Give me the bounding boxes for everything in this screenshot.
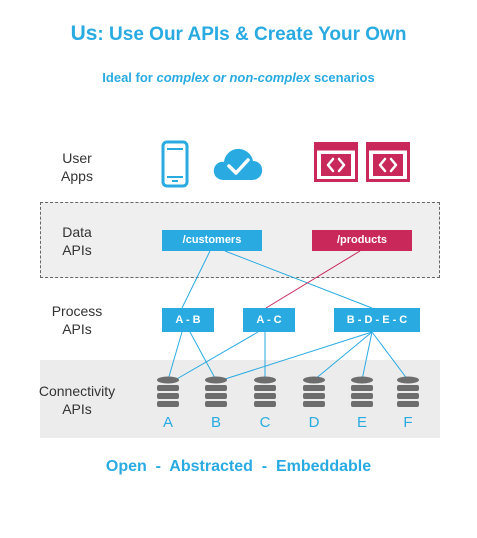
database-label: D (308, 414, 320, 431)
code-window-icon (366, 142, 410, 182)
layer-label-line: Data (62, 224, 92, 240)
code-window-icon (314, 142, 358, 182)
title-rest: : Use Our APIs & Create Your Own (97, 24, 407, 45)
database-label: C (259, 414, 271, 431)
layer-label-connectivity-apis: Connectivity APIs (22, 382, 132, 418)
connector-line (361, 331, 373, 381)
connector-line-red (265, 250, 361, 309)
footer-tagline: Open - Abstracted - Embeddable (0, 458, 477, 476)
database-icon (157, 376, 179, 407)
layer-label-line: Process (51, 303, 103, 319)
page-subtitle: Ideal for complex or non-complex scenari… (0, 70, 477, 85)
connector-line (189, 331, 217, 381)
layer-label-line: APIs (62, 242, 92, 258)
data-api-products[interactable]: /products (312, 230, 412, 251)
footer-word: Embeddable (275, 458, 372, 475)
process-api-a-c[interactable]: A - C (243, 308, 295, 332)
layer-label-line: Apps (61, 168, 93, 184)
layer-label-user-apps: User Apps (22, 149, 132, 185)
footer-separator: - (155, 458, 161, 475)
footer-word: Abstracted (169, 458, 253, 475)
subtitle-before: Ideal for (102, 70, 157, 85)
layer-label-process-apis: Process APIs (22, 302, 132, 338)
cloud-check-icon (213, 148, 263, 180)
subtitle-emphasis: complex or non-complex (156, 70, 311, 85)
layer-label-data-apis: Data APIs (22, 223, 132, 259)
connector-line (313, 331, 373, 381)
database-label: A (162, 414, 173, 431)
process-api-a-b[interactable]: A - B (162, 308, 214, 332)
process-api-b-d-e-c[interactable]: B - D - E - C (334, 308, 420, 332)
layer-label-line: User (62, 150, 92, 166)
layer-label-line: Connectivity (38, 383, 116, 399)
database-label: E (356, 414, 367, 431)
connector-line (181, 250, 211, 309)
footer-word: Open (105, 458, 147, 475)
connector-line (174, 331, 259, 381)
data-api-customers[interactable]: /customers (162, 230, 262, 251)
connector-line (371, 331, 409, 381)
footer-separator: - (261, 458, 268, 475)
database-label: F (403, 414, 413, 431)
database-icon (397, 376, 419, 407)
database-label: B (210, 414, 221, 431)
connector-line (224, 250, 373, 309)
connector-line (221, 331, 373, 381)
smartphone-icon (161, 140, 189, 188)
layer-label-line: APIs (62, 321, 92, 337)
database-icon (303, 376, 325, 407)
database-icon (254, 376, 276, 407)
page-title: Us: Use Our APIs & Create Your Own (0, 22, 477, 46)
connector-line (167, 331, 183, 381)
connectivity-apis-band (40, 360, 440, 438)
title-prefix: Us (70, 22, 98, 45)
subtitle-after: scenarios (310, 70, 375, 85)
database-icon (205, 376, 227, 407)
database-icon (351, 376, 373, 407)
layer-label-line: APIs (62, 401, 92, 417)
